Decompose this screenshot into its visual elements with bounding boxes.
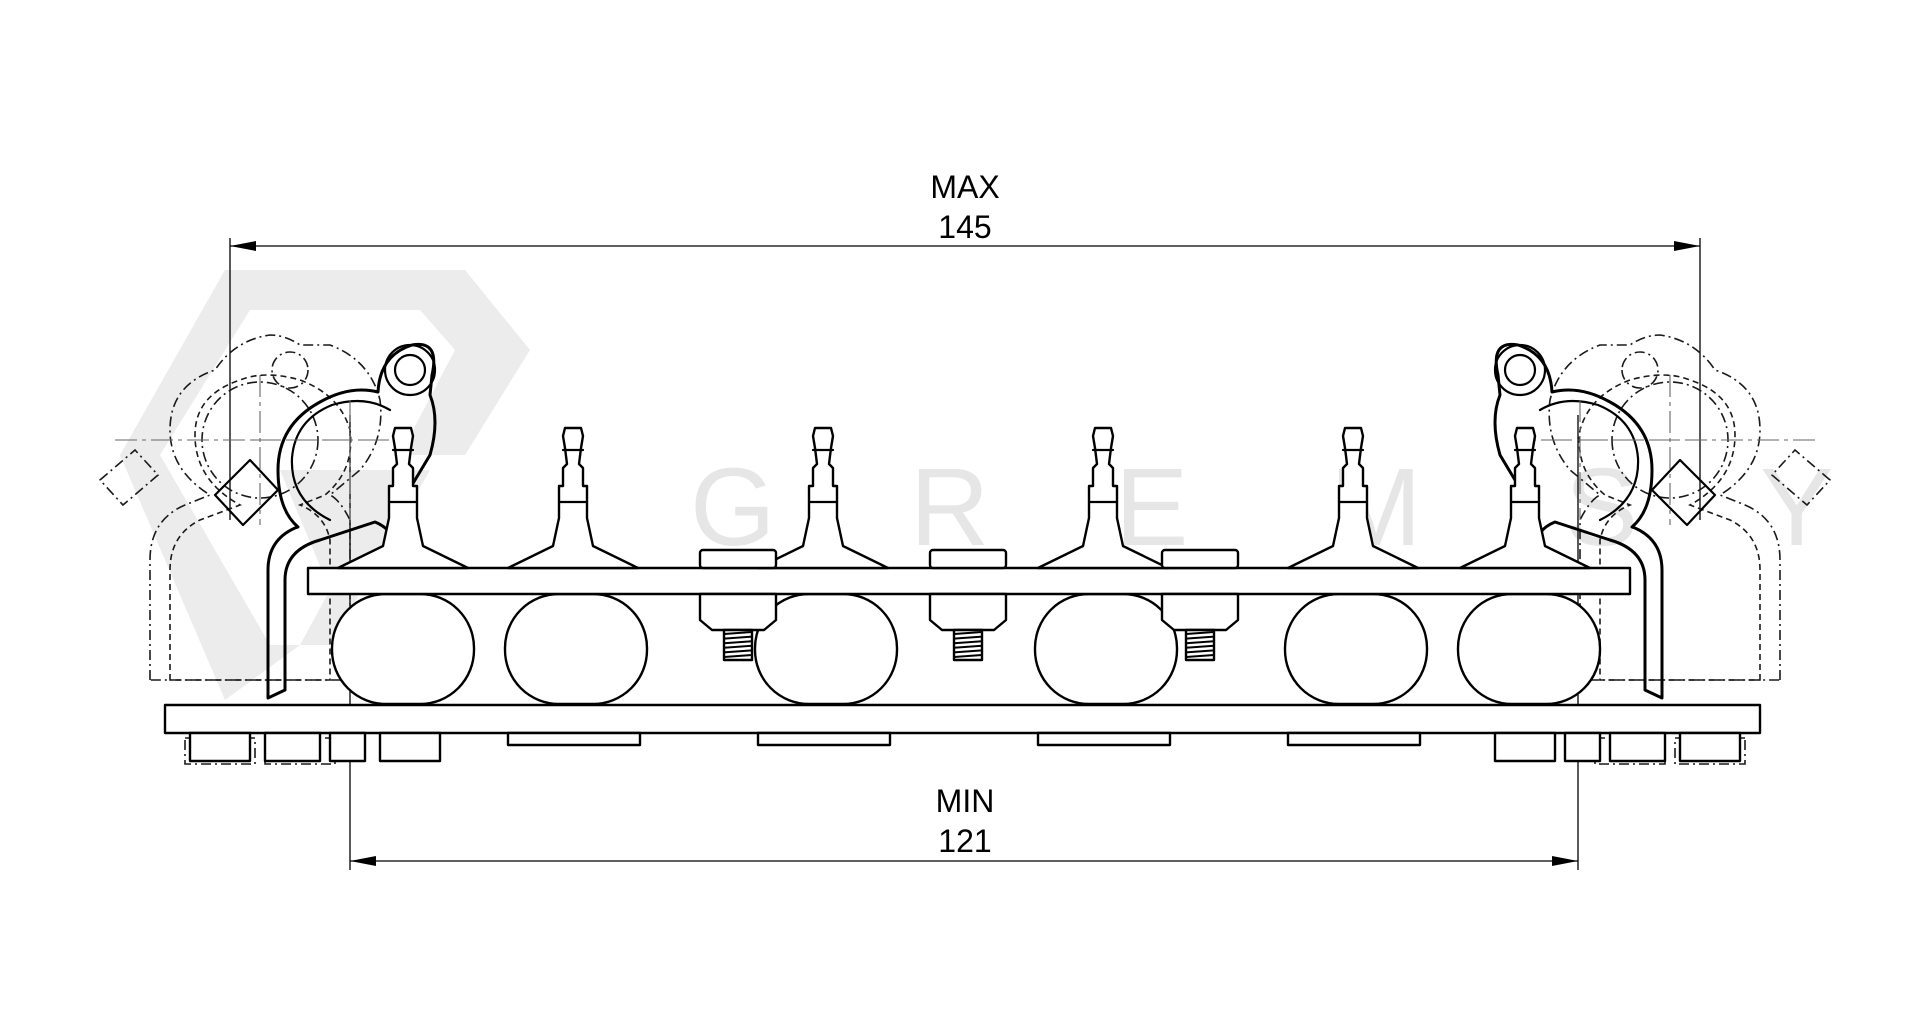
watermark-letter: S bbox=[1565, 446, 1638, 569]
dimension-max-label: MAX bbox=[930, 169, 999, 205]
bolt bbox=[698, 548, 778, 662]
arrowhead-right bbox=[1552, 856, 1578, 866]
clamp-eyelet-hole bbox=[393, 353, 427, 387]
arrowhead-left bbox=[230, 241, 256, 251]
top-plate bbox=[306, 566, 1632, 596]
spigot bbox=[336, 426, 470, 570]
damper-ball bbox=[1283, 592, 1429, 706]
damper-ball bbox=[1033, 592, 1179, 706]
bottom-pads bbox=[506, 731, 1422, 747]
spigot bbox=[506, 426, 640, 570]
arrowhead-left bbox=[350, 856, 376, 866]
dimension-max: MAX 145 bbox=[229, 169, 1701, 520]
watermark-letter: G bbox=[690, 446, 776, 569]
spigot bbox=[1036, 426, 1170, 570]
damper-ball bbox=[330, 592, 476, 706]
damper-balls bbox=[330, 592, 1602, 706]
dimension-max-value: 145 bbox=[938, 209, 991, 245]
dimension-min-label: MIN bbox=[936, 783, 995, 819]
spigots bbox=[336, 426, 1592, 570]
dimension-min-value: 121 bbox=[938, 823, 991, 859]
bolt bbox=[928, 548, 1008, 662]
watermark-letter: R bbox=[910, 446, 989, 569]
top-plate-body bbox=[306, 566, 1632, 596]
watermark-logo-mark bbox=[120, 270, 530, 700]
arrowhead-right bbox=[1674, 241, 1700, 251]
base-plate bbox=[163, 703, 1762, 763]
clamp-wingnut bbox=[213, 458, 280, 527]
bottom-bolt-heads bbox=[188, 731, 1742, 763]
bolt bbox=[1160, 548, 1240, 662]
spigot bbox=[756, 426, 890, 570]
clamp-inner-band bbox=[290, 399, 392, 522]
clamp-eyelet bbox=[383, 343, 437, 397]
damper-ball bbox=[503, 592, 649, 706]
center-bolts bbox=[698, 548, 1240, 662]
damper-ball bbox=[1456, 592, 1602, 706]
bottom-plate bbox=[163, 703, 1762, 735]
spigot bbox=[1286, 426, 1420, 570]
watermark-letter: Y bbox=[1760, 446, 1833, 569]
spigot bbox=[1458, 426, 1592, 570]
